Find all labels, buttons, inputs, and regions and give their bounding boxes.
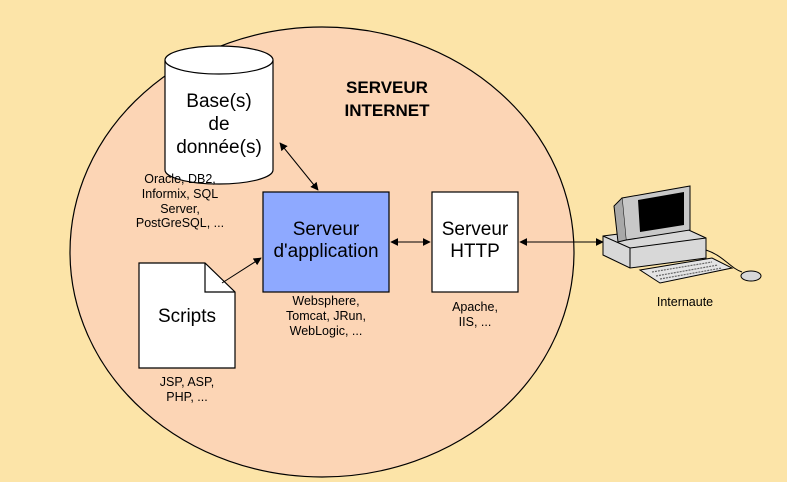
scripts-caption-line: JSP, ASP, — [159, 375, 215, 389]
client-label: Internaute — [656, 295, 714, 309]
http-server-label-line: HTTP — [450, 241, 500, 263]
app-server-label: Serveur d'application — [263, 219, 389, 264]
database-cylinder-icon — [164, 45, 274, 185]
app-server-box — [262, 191, 390, 293]
app-server-caption-line: Tomcat, JRun, — [286, 308, 366, 323]
scripts-caption-line: PHP, ... — [166, 389, 208, 404]
database-caption-line: Server, — [160, 201, 200, 216]
app-server-caption-line: Websphere, — [292, 294, 360, 308]
database-label-line: donnée(s) — [176, 137, 262, 159]
title-line-1: SERVEUR — [346, 78, 428, 97]
database-label: Base(s) de donnée(s) — [168, 90, 270, 160]
http-server-caption: Apache, IIS, ... — [432, 300, 518, 330]
arrow-scripts-app — [221, 257, 262, 284]
title-line-2: INTERNET — [344, 100, 430, 120]
http-server-label: Serveur HTTP — [432, 219, 518, 264]
database-caption-line: PostGreSQL, ... — [135, 216, 225, 231]
scripts-caption: JSP, ASP, PHP, ... — [130, 375, 244, 405]
app-server-label-line: Serveur — [292, 219, 360, 240]
database-caption: Oracle, DB2, Informix, SQL Server, PostG… — [120, 172, 240, 231]
database-caption-line: Oracle, DB2, — [144, 172, 216, 186]
http-server-caption-line: IIS, ... — [458, 314, 492, 329]
database-label-line: Base(s) — [186, 91, 252, 112]
app-server-label-line: d'application — [273, 241, 379, 263]
diagram-title: SERVEUR INTERNET — [314, 77, 460, 123]
http-server-box — [431, 191, 519, 293]
scripts-label: Scripts — [157, 306, 217, 327]
app-server-caption-line: WebLogic, ... — [289, 323, 363, 338]
computer-icon — [602, 185, 762, 284]
app-server-caption: Websphere, Tomcat, JRun, WebLogic, ... — [262, 294, 390, 338]
database-caption-line: Informix, SQL — [141, 186, 219, 201]
arrow-db-app — [279, 142, 319, 191]
scripts-document-icon — [138, 262, 236, 369]
database-label-line: de — [208, 114, 230, 136]
http-server-caption-line: Apache, — [452, 300, 498, 314]
http-server-label-line: Serveur — [441, 219, 509, 240]
